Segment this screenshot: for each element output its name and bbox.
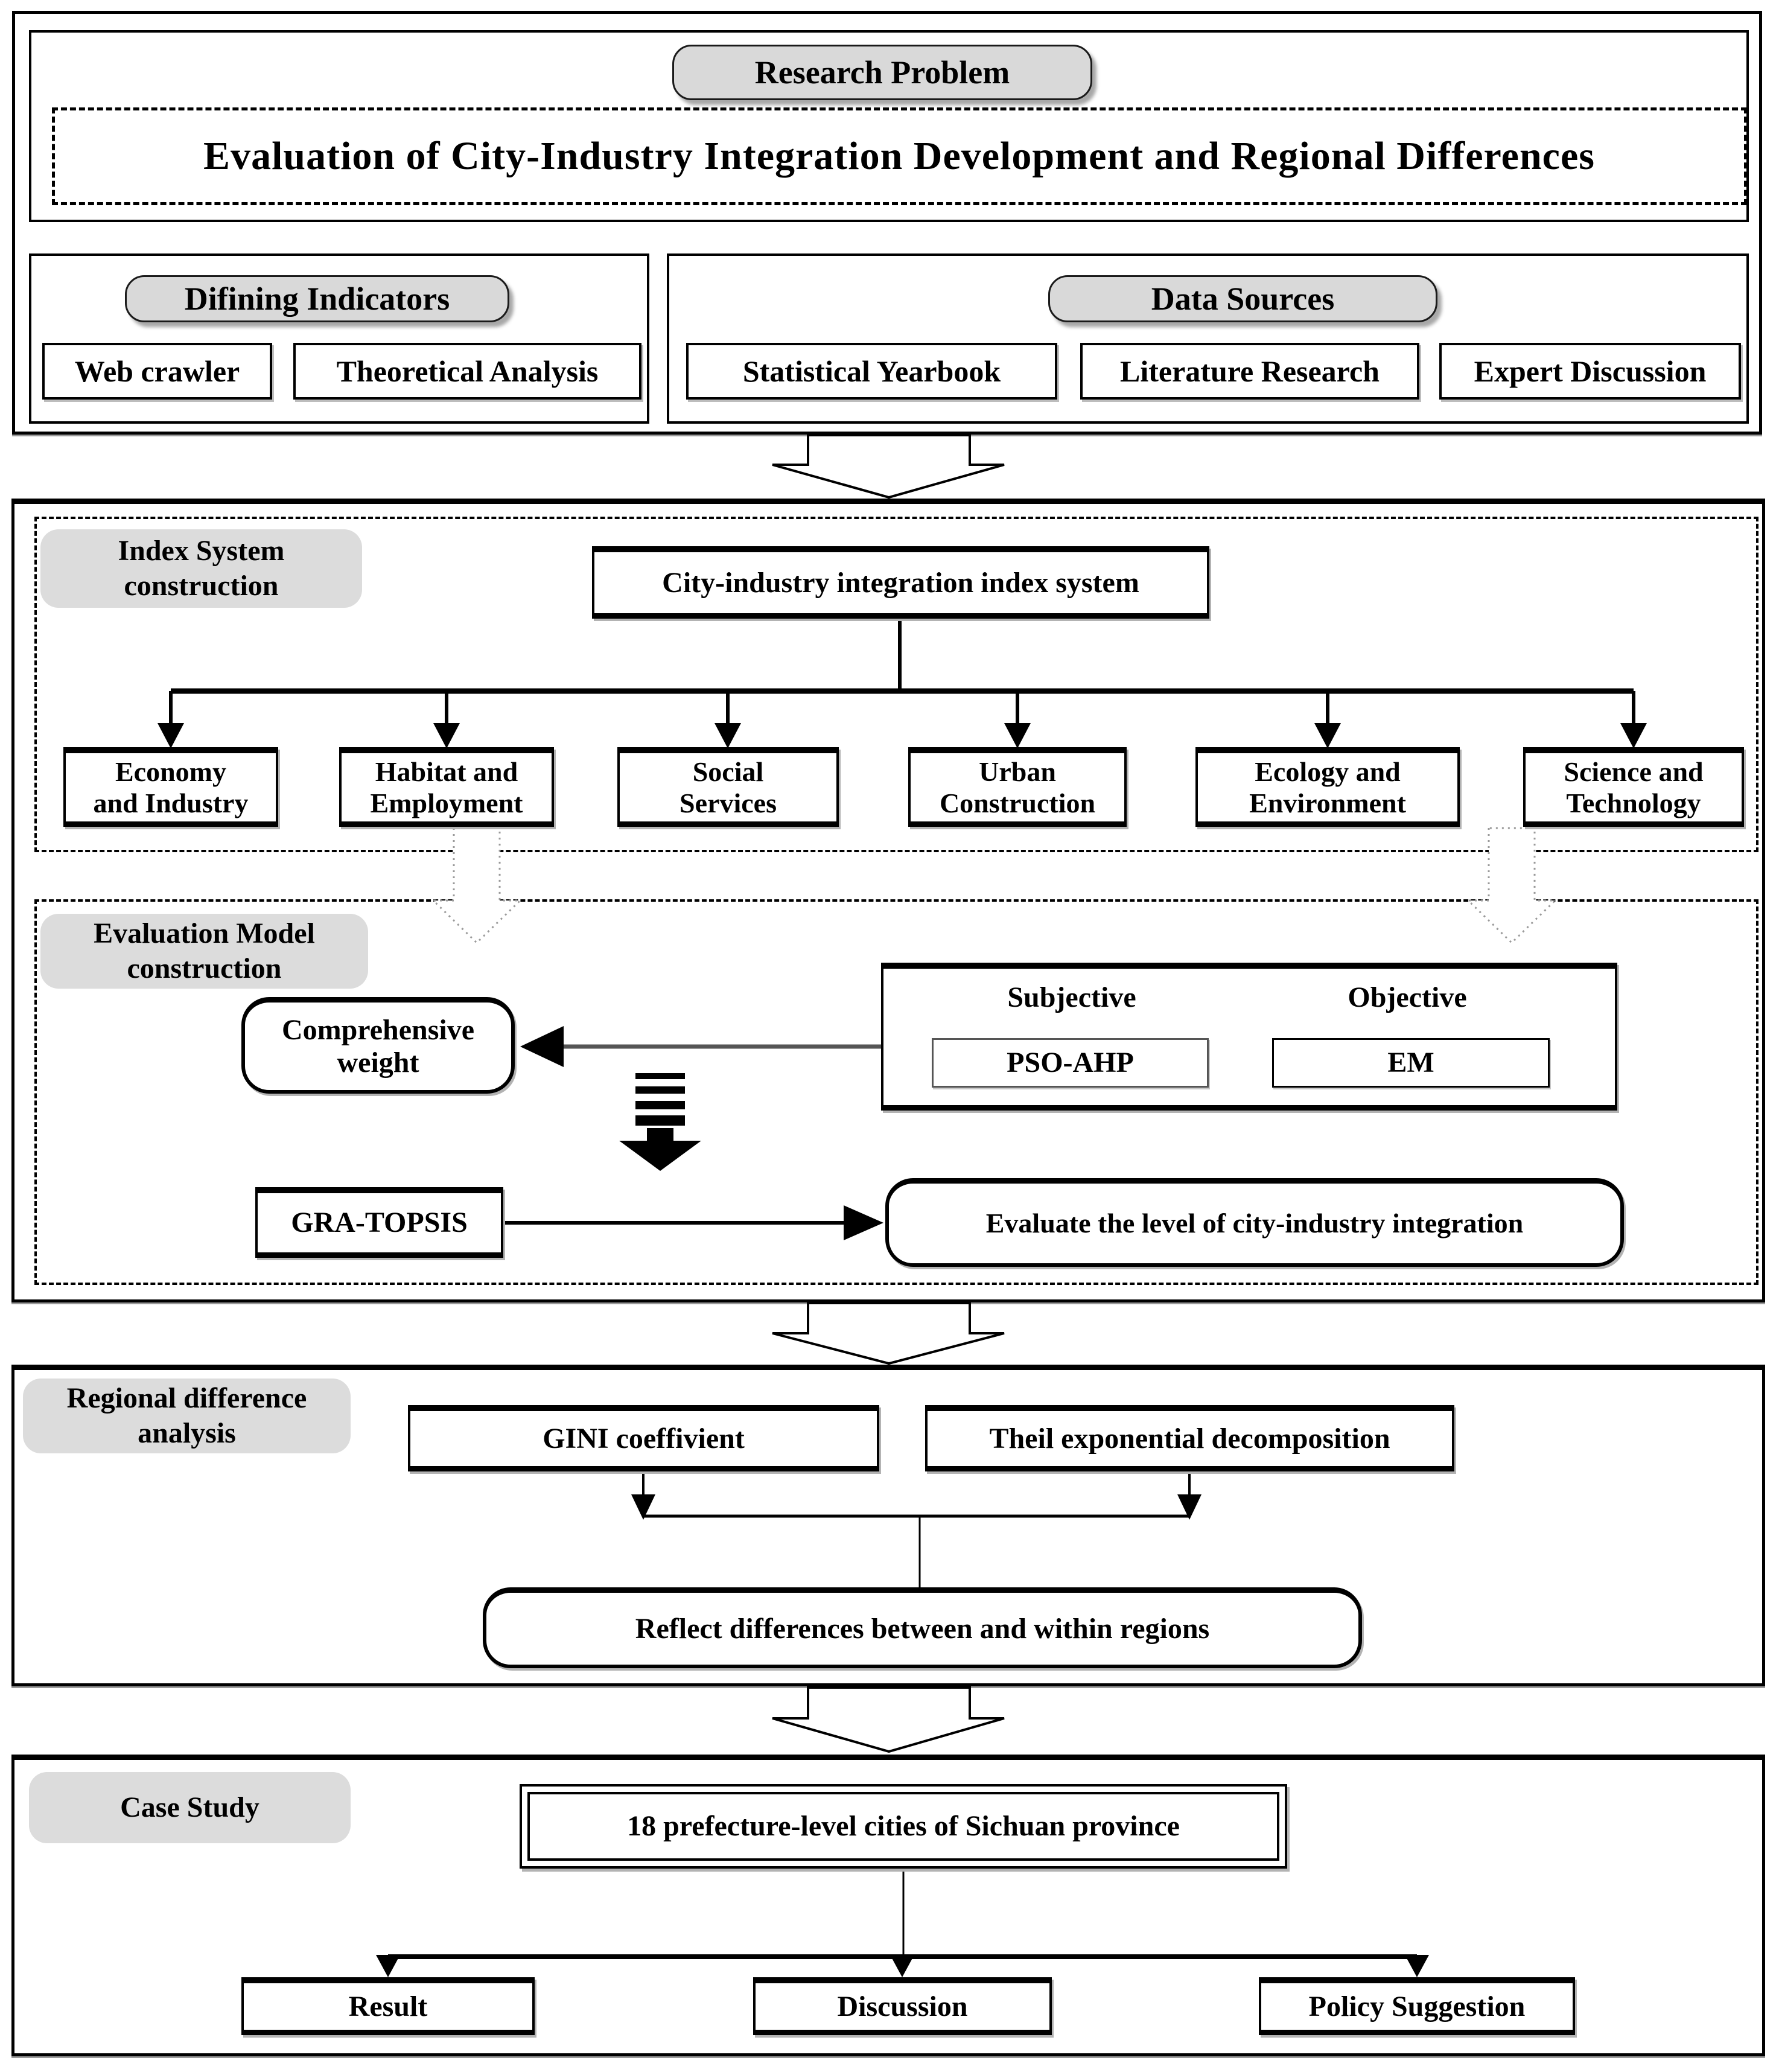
comprehensive-weight-label: Comprehensive weight [281, 1013, 475, 1079]
dimension-habitat-employment-label: Habitat and Employment [370, 756, 523, 818]
defining-indicators-badge-label: Difining Indicators [184, 281, 450, 317]
dimension-urban-construction-box: Urban Construction [908, 747, 1127, 827]
index-system-dashed-frame [34, 517, 1758, 852]
policy-suggestion-box: Policy Suggestion [1259, 1977, 1575, 2035]
regional-difference-label: Regional difference analysis [23, 1379, 351, 1453]
literature-research-box: Literature Research [1080, 343, 1419, 400]
theil-decomposition-box: Theil exponential decomposition [925, 1405, 1454, 1471]
statistical-yearbook-box: Statistical Yearbook [686, 343, 1057, 400]
flow-arrow-down-2 [772, 1302, 1005, 1365]
sichuan-cities-box: 18 prefecture-level cities of Sichuan pr… [520, 1784, 1287, 1869]
comprehensive-weight-box: Comprehensive weight [241, 997, 515, 1094]
subjective-label-text: Subjective [1007, 981, 1136, 1013]
discussion-label: Discussion [837, 1990, 968, 2023]
dimension-social-services-box: Social Services [617, 747, 839, 827]
gini-coefficient-box: GINI coeffivient [408, 1405, 879, 1471]
dimension-urban-construction-label: Urban Construction [939, 756, 1096, 818]
index-system-label-text: Index System construction [118, 535, 285, 602]
dimension-economy-industry-label: Economy and Industry [93, 756, 249, 818]
research-problem-badge-label: Research Problem [754, 54, 1010, 91]
policy-suggestion-label: Policy Suggestion [1308, 1990, 1526, 2023]
research-problem-badge: Research Problem [672, 45, 1092, 100]
theil-decomposition-label: Theil exponential decomposition [989, 1422, 1390, 1455]
dimension-habitat-employment-box: Habitat and Employment [339, 747, 554, 827]
dimension-ecology-environment-label: Ecology and Environment [1249, 756, 1406, 818]
subjective-label: Subjective [981, 979, 1162, 1015]
research-title-dashed-frame [52, 107, 1747, 205]
gra-topsis-label: GRA-TOPSIS [291, 1207, 468, 1239]
pso-ahp-box: PSO-AHP [932, 1038, 1209, 1088]
evaluate-level-box: Evaluate the level of city-industry inte… [885, 1178, 1624, 1267]
objective-label-text: Objective [1348, 981, 1467, 1013]
web-crawler-box: Web crawler [42, 343, 272, 400]
dimension-social-services-label: Social Services [680, 756, 777, 818]
dimension-ecology-environment-box: Ecology and Environment [1195, 747, 1460, 827]
flow-arrow-down-1 [772, 434, 1005, 499]
reflect-differences-label: Reflect differences between and within r… [635, 1612, 1210, 1645]
evaluation-model-dashed-frame [34, 899, 1758, 1285]
sichuan-cities-label: 18 prefecture-level cities of Sichuan pr… [627, 1810, 1180, 1843]
result-box: Result [241, 1977, 535, 2035]
data-sources-badge-label: Data Sources [1151, 281, 1335, 317]
reflect-differences-box: Reflect differences between and within r… [483, 1587, 1362, 1668]
research-title-text: Evaluation of City-Industry Integration … [203, 134, 1595, 178]
dimension-science-technology-label: Science and Technology [1564, 756, 1704, 818]
dimension-economy-industry-box: Economy and Industry [63, 747, 278, 827]
theoretical-analysis-label: Theoretical Analysis [336, 354, 599, 388]
expert-discussion-box: Expert Discussion [1439, 343, 1741, 400]
pso-ahp-label: PSO-AHP [1007, 1047, 1134, 1079]
index-system-root-label: City-industry integration index system [662, 566, 1139, 599]
theoretical-analysis-box: Theoretical Analysis [293, 343, 641, 400]
evaluation-model-label-text: Evaluation Model construction [94, 917, 315, 984]
case-study-label-text: Case Study [120, 1791, 259, 1824]
gini-coefficient-label: GINI coeffivient [543, 1422, 745, 1455]
index-system-label: Index System construction [40, 529, 362, 608]
dimension-science-technology-box: Science and Technology [1523, 747, 1744, 827]
discussion-box: Discussion [753, 1977, 1052, 2035]
objective-label: Objective [1317, 979, 1498, 1015]
index-system-root-box: City-industry integration index system [592, 546, 1209, 619]
evaluation-model-label: Evaluation Model construction [40, 914, 368, 989]
expert-discussion-label: Expert Discussion [1474, 354, 1707, 388]
em-box: EM [1272, 1038, 1550, 1088]
literature-research-label: Literature Research [1120, 354, 1380, 388]
defining-indicators-badge: Difining Indicators [125, 275, 509, 322]
regional-difference-label-text: Regional difference analysis [66, 1382, 307, 1449]
statistical-yearbook-label: Statistical Yearbook [742, 354, 1001, 388]
flow-arrow-down-3 [772, 1686, 1005, 1753]
evaluate-level-label: Evaluate the level of city-industry inte… [985, 1208, 1524, 1239]
data-sources-badge: Data Sources [1048, 275, 1437, 322]
result-label: Result [348, 1990, 428, 2023]
web-crawler-label: Web crawler [74, 354, 240, 388]
gra-topsis-box: GRA-TOPSIS [255, 1187, 503, 1258]
case-study-label: Case Study [29, 1772, 351, 1843]
research-title: Evaluation of City-Industry Integration … [60, 107, 1738, 205]
em-label: EM [1387, 1047, 1434, 1079]
